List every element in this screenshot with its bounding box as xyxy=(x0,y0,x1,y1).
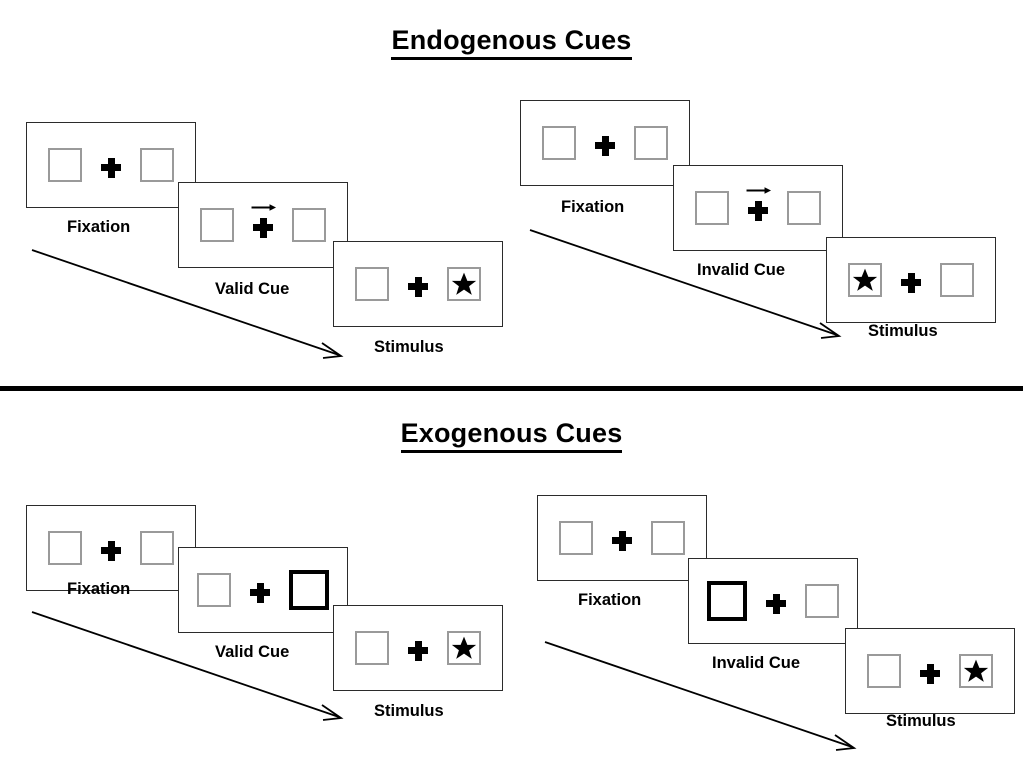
stage-label-endogenous-invalid-fixation: Fixation xyxy=(561,198,625,216)
arrow-right-icon xyxy=(251,204,277,211)
panel-content xyxy=(48,525,174,571)
placeholder-box-left xyxy=(197,573,231,607)
center-slot xyxy=(576,120,634,166)
placeholder-box-right xyxy=(959,654,993,688)
placeholder-box-right xyxy=(447,631,481,665)
stage-label-endogenous-valid-fixation: Fixation xyxy=(67,218,131,236)
plus-cross-icon xyxy=(407,639,429,663)
panel-endogenous-invalid-cue xyxy=(673,165,843,251)
plus-cross-icon xyxy=(249,581,271,605)
panel-exogenous-invalid-cue xyxy=(688,558,858,644)
stage-label-exogenous-valid-fixation: Fixation xyxy=(67,580,131,598)
plus-cross-icon xyxy=(900,271,922,295)
panel-endogenous-valid-stimulus xyxy=(333,241,503,327)
stage-label-endogenous-invalid-stimulus: Stimulus xyxy=(868,322,938,340)
placeholder-box-left xyxy=(559,521,593,555)
panel-content xyxy=(355,261,481,307)
panel-content xyxy=(197,567,329,613)
plus-cross-icon xyxy=(919,662,941,686)
placeholder-box-left xyxy=(867,654,901,688)
cued-box-left xyxy=(707,581,747,621)
panel-exogenous-valid-stimulus xyxy=(333,605,503,691)
center-slot xyxy=(729,185,787,231)
star-icon xyxy=(451,636,477,659)
placeholder-box-right xyxy=(805,584,839,618)
center-slot xyxy=(593,515,651,561)
plus-cross-icon xyxy=(765,592,787,616)
section-title-exogenous: Exogenous Cues xyxy=(0,418,1023,453)
center-slot xyxy=(901,648,959,694)
stage-label-endogenous-invalid-cue: Invalid Cue xyxy=(697,261,786,279)
stage-label-exogenous-invalid-stimulus: Stimulus xyxy=(886,712,956,730)
star-icon xyxy=(451,272,477,295)
panel-content xyxy=(200,202,326,248)
center-slot xyxy=(82,142,140,188)
panel-exogenous-invalid-fixation xyxy=(537,495,707,581)
placeholder-box-left xyxy=(48,148,82,182)
panel-exogenous-valid-cue xyxy=(178,547,348,633)
section-title-exogenous-text: Exogenous Cues xyxy=(400,418,623,453)
diagonal-time-arrow-icon xyxy=(544,641,857,751)
arrow-right-icon xyxy=(746,187,772,194)
stage-label-exogenous-invalid-fixation: Fixation xyxy=(578,591,642,609)
panel-endogenous-invalid-stimulus xyxy=(826,237,996,323)
plus-cross-icon xyxy=(407,275,429,299)
panel-exogenous-valid-fixation xyxy=(26,505,196,591)
stage-label-exogenous-invalid-cue: Invalid Cue xyxy=(712,654,801,672)
placeholder-box-left xyxy=(542,126,576,160)
panel-content xyxy=(707,578,839,624)
plus-cross-icon xyxy=(747,199,769,223)
placeholder-box-right xyxy=(140,531,174,565)
panel-content xyxy=(48,142,174,188)
center-slot xyxy=(82,525,140,571)
star-icon xyxy=(852,268,878,291)
section-title-endogenous-text: Endogenous Cues xyxy=(391,25,632,60)
panel-exogenous-invalid-stimulus xyxy=(845,628,1015,714)
star-icon xyxy=(963,659,989,682)
placeholder-box-left xyxy=(48,531,82,565)
placeholder-box-left xyxy=(848,263,882,297)
plus-cross-icon xyxy=(100,539,122,563)
panel-content xyxy=(355,625,481,671)
center-slot xyxy=(389,261,447,307)
panel-content xyxy=(867,648,993,694)
placeholder-box-left xyxy=(200,208,234,242)
center-slot xyxy=(389,625,447,671)
center-slot xyxy=(747,578,805,624)
center-slot xyxy=(234,202,292,248)
cued-box-right xyxy=(289,570,329,610)
panel-content xyxy=(848,257,974,303)
plus-cross-icon xyxy=(594,134,616,158)
panel-content xyxy=(695,185,821,231)
stage-label-exogenous-valid-stimulus: Stimulus xyxy=(374,702,444,720)
plus-cross-icon xyxy=(252,216,274,240)
placeholder-box-right xyxy=(634,126,668,160)
placeholder-box-right xyxy=(787,191,821,225)
placeholder-box-right xyxy=(292,208,326,242)
placeholder-box-left xyxy=(355,267,389,301)
center-slot xyxy=(231,567,289,613)
panel-endogenous-valid-fixation xyxy=(26,122,196,208)
panel-endogenous-invalid-fixation xyxy=(520,100,690,186)
placeholder-box-left xyxy=(355,631,389,665)
placeholder-box-right xyxy=(447,267,481,301)
section-divider xyxy=(0,386,1023,391)
plus-cross-icon xyxy=(611,529,633,553)
placeholder-box-right xyxy=(651,521,685,555)
stage-label-exogenous-valid-cue: Valid Cue xyxy=(215,643,290,661)
plus-cross-icon xyxy=(100,156,122,180)
stage-label-endogenous-valid-stimulus: Stimulus xyxy=(374,338,444,356)
panel-endogenous-valid-cue xyxy=(178,182,348,268)
placeholder-box-right xyxy=(940,263,974,297)
center-slot xyxy=(882,257,940,303)
panel-content xyxy=(559,515,685,561)
placeholder-box-right xyxy=(140,148,174,182)
placeholder-box-left xyxy=(695,191,729,225)
panel-content xyxy=(542,120,668,166)
section-title-endogenous: Endogenous Cues xyxy=(0,25,1023,60)
stage-label-endogenous-valid-cue: Valid Cue xyxy=(215,280,290,298)
